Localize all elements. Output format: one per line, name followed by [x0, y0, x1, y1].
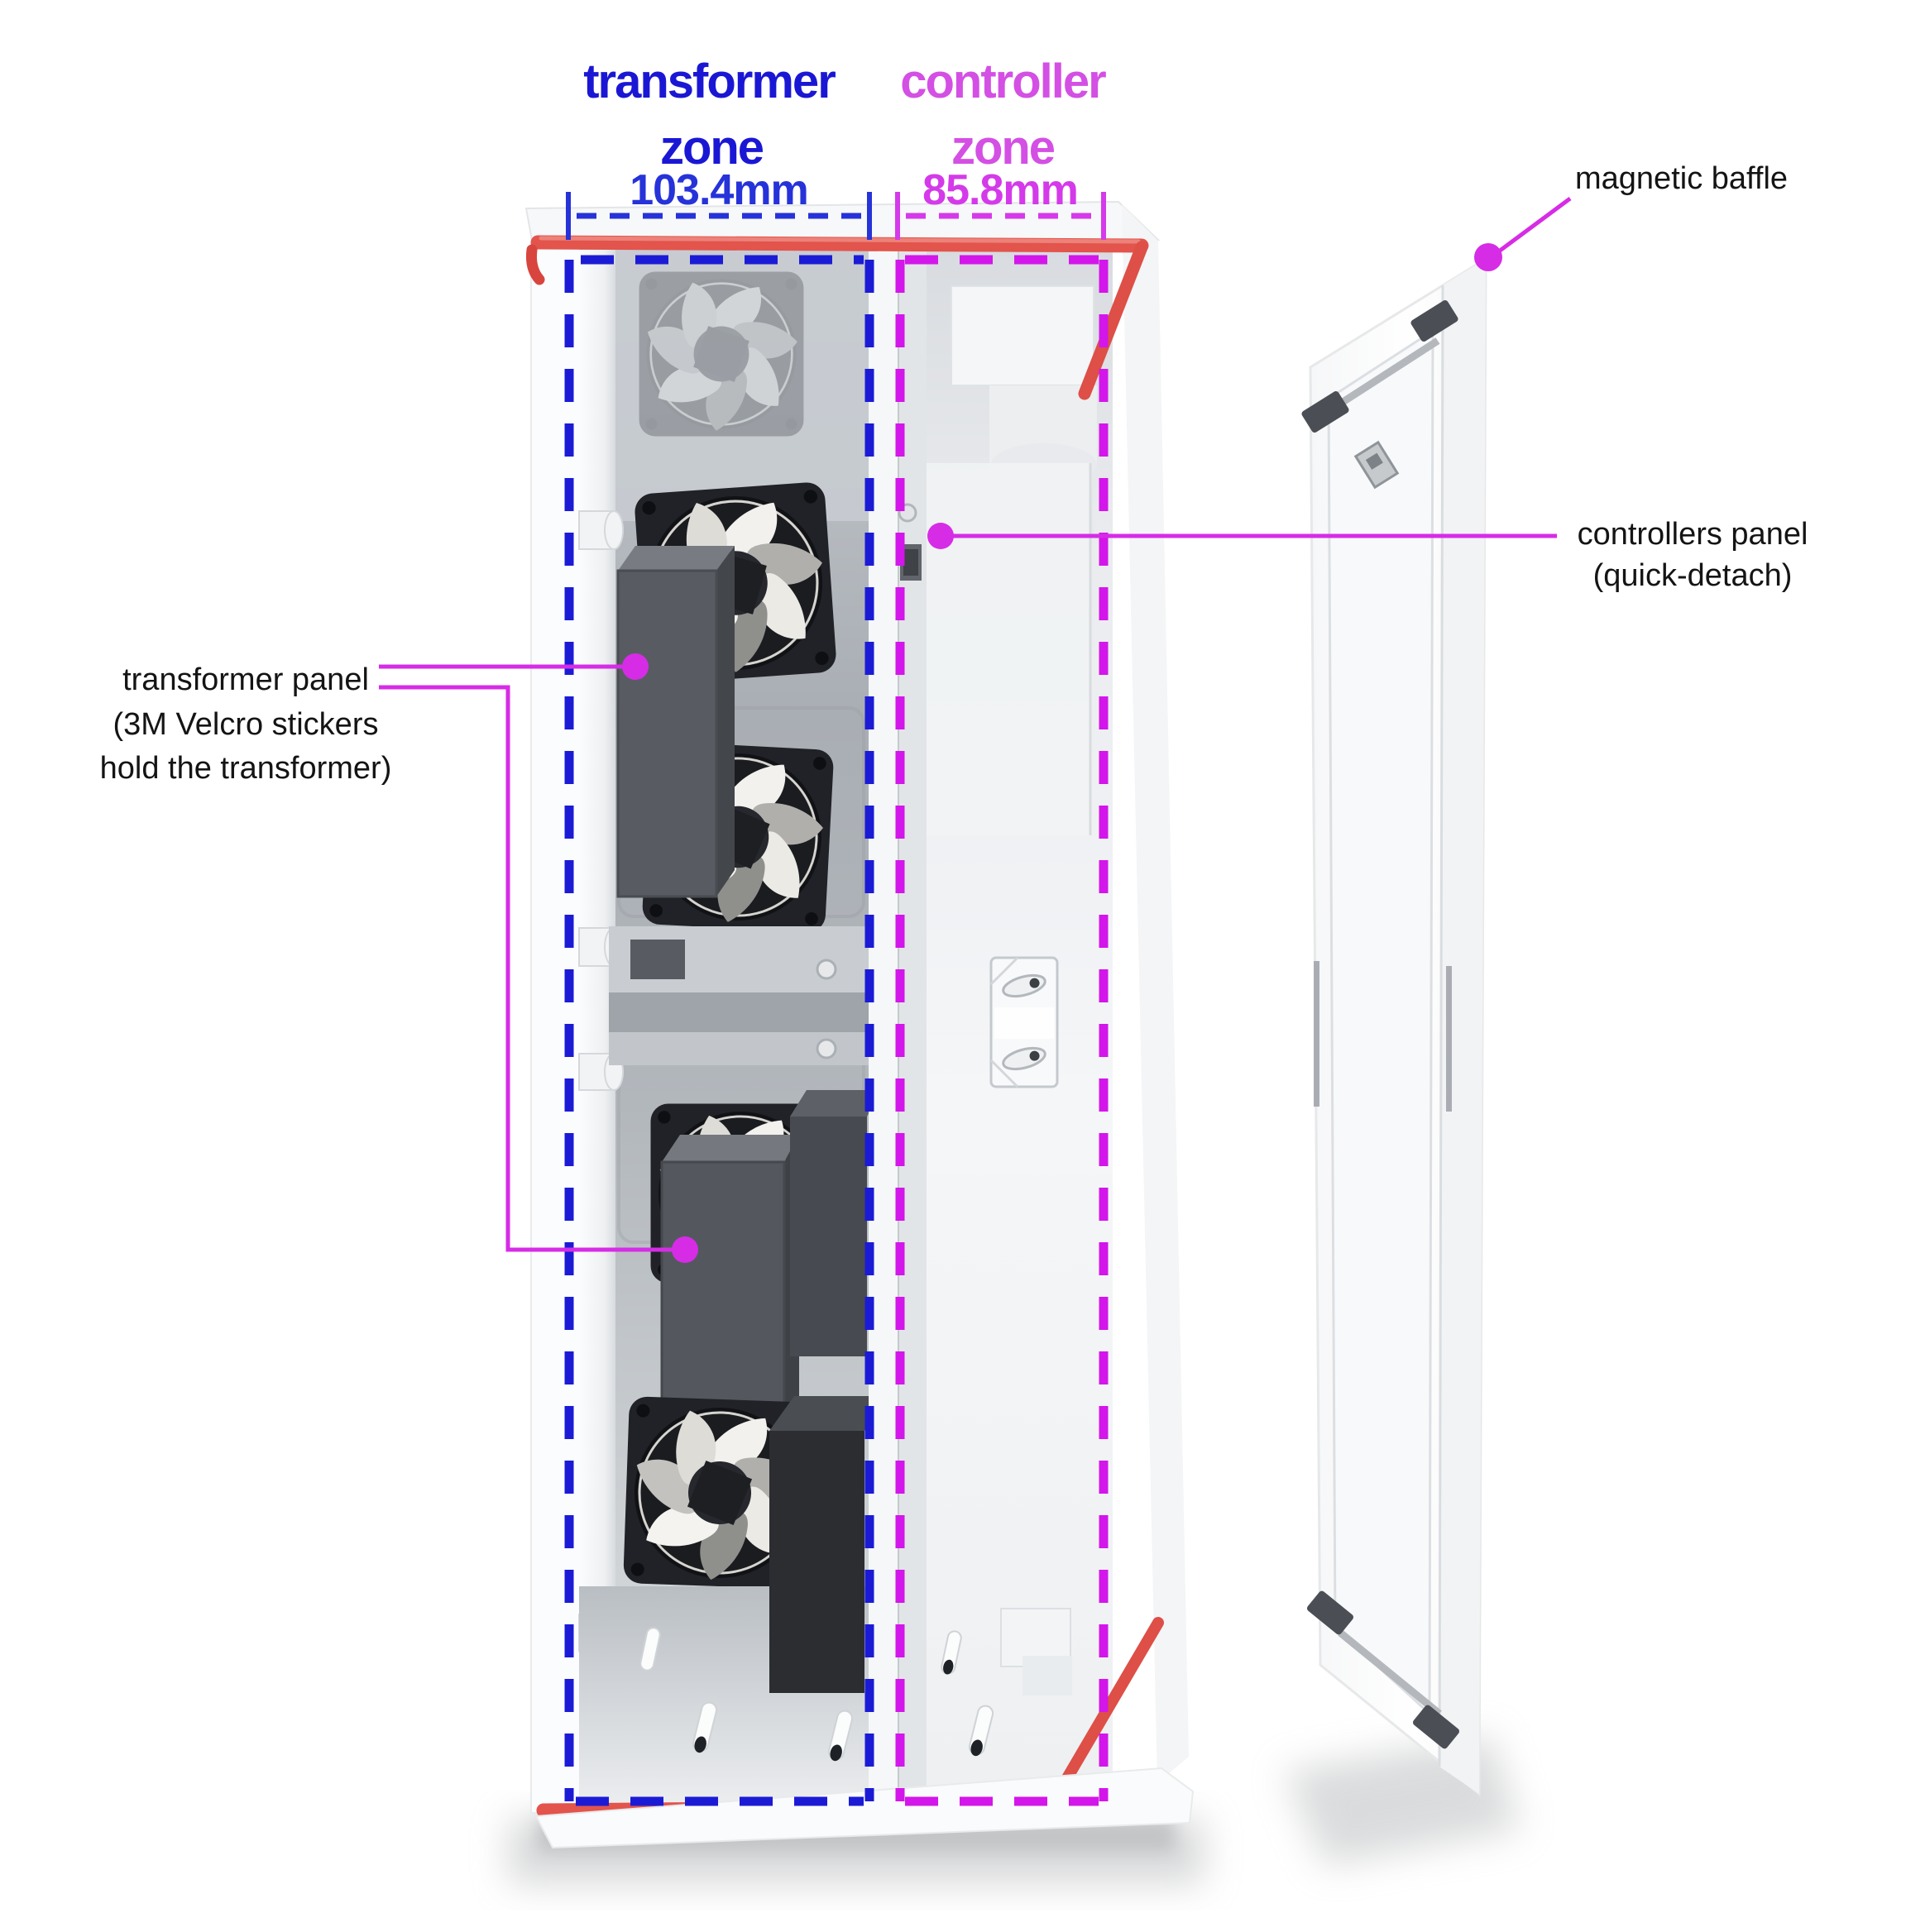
leader-dot-transformer-2	[672, 1236, 698, 1263]
magnetic-baffle-panel	[1301, 256, 1487, 1797]
component-box-right-lower	[769, 1396, 888, 1693]
leader-dot-baffle	[1474, 243, 1502, 271]
controller-bracket-bottom	[941, 1608, 1072, 1757]
controllers-panel-label-line2: (quick-detach)	[1593, 558, 1793, 593]
transformer-panel-label-line1: transformer panel	[122, 662, 369, 697]
baffle-inner-recess	[1327, 328, 1434, 1717]
enclosure	[524, 200, 1195, 1849]
magnet-latch	[989, 956, 1059, 1088]
enclosure-right-wall	[1122, 204, 1189, 1783]
transformer-zone-title-line2: zone	[660, 121, 764, 175]
baffle-metal-strip-bottom	[1338, 1629, 1442, 1717]
mid-ledge	[609, 926, 875, 1065]
transformer-zone-title-line1: transformer	[583, 55, 836, 108]
leader-dot-transformer-1	[622, 653, 649, 680]
transformer-zone-outline	[564, 255, 874, 1806]
transformer-2	[660, 1135, 799, 1442]
dimension-controller-zone	[895, 192, 1106, 240]
transformer-panel-label-line2: (3M Velcro stickers	[113, 707, 379, 742]
controllers-panel-label-line1: controllers panel	[1578, 517, 1808, 552]
controller-zone-title-line2: zone	[951, 121, 1055, 175]
baffle-edge-face	[1439, 259, 1486, 1794]
leader-transformer-panel-2	[379, 685, 683, 1252]
magnetic-baffle-label: magnetic baffle	[1575, 161, 1788, 196]
baffle-metal-strip-top	[1333, 337, 1440, 410]
baffle-side-strip	[1446, 966, 1452, 1112]
baffle-shadow	[1284, 1735, 1520, 1866]
transformer-panel-label-line3: hold the transformer)	[100, 751, 392, 786]
enclosure-top-face	[524, 200, 1161, 246]
ghost-fan-icon	[638, 270, 805, 438]
leader-dot-controllers-panel	[927, 523, 954, 549]
controller-zone-outline	[895, 255, 1109, 1806]
transformer-1	[616, 546, 735, 898]
controller-panel-plate	[898, 463, 1092, 835]
leader-magnetic-baffle	[1488, 196, 1572, 261]
dimension-transformer-zone	[566, 192, 872, 240]
baffle-clip-icon	[1353, 440, 1400, 490]
enclosure-base	[534, 1767, 1195, 1849]
transformer-zone-dimension: 103.4mm	[630, 166, 808, 214]
baffle-magnet-pads	[1301, 300, 1460, 1749]
controller-zone-dimension: 85.8mm	[922, 166, 1078, 214]
baffle-side-strip	[1314, 961, 1319, 1107]
component-box-right-upper	[790, 1090, 881, 1356]
floor-vent-slots	[639, 1627, 854, 1762]
leader-lines	[379, 196, 1572, 1252]
controller-zone-title-line1: controller	[900, 55, 1106, 108]
leader-dots	[622, 243, 1502, 1263]
